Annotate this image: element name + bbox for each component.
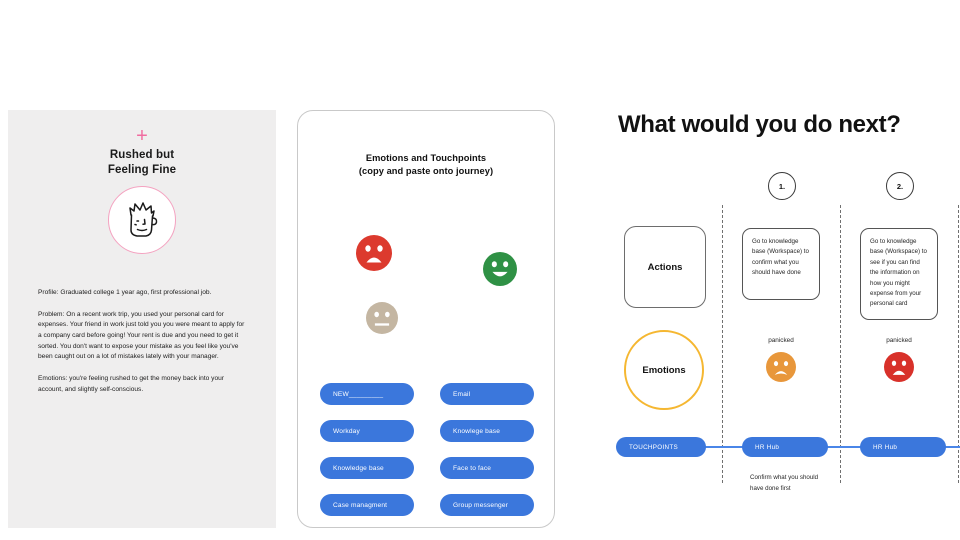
persona-description: Profile: Graduated college 1 year ago, f…: [38, 288, 246, 395]
persona-panel: + Rushed but Feeling Fine Profile: Gradu…: [8, 110, 276, 528]
column-divider: [722, 205, 723, 483]
emotion-label: panicked: [768, 337, 794, 344]
sad-face-red-icon[interactable]: [356, 235, 392, 271]
step-number-badge: 2.: [886, 172, 914, 200]
action-card[interactable]: Go to knowledge base (Workspace) to conf…: [742, 228, 820, 300]
touchpoint-chip[interactable]: Workday: [320, 420, 414, 442]
touchpoint-chip[interactable]: Email: [440, 383, 534, 405]
persona-profile-text: Profile: Graduated college 1 year ago, f…: [38, 289, 212, 296]
column-divider: [958, 205, 959, 483]
page-title: What would you do next?: [618, 111, 901, 138]
sad-face-orange-icon[interactable]: [766, 352, 796, 382]
action-card[interactable]: Go to knowledge base (Workspace) to see …: [860, 228, 938, 320]
touchpoint-chip[interactable]: Case managment: [320, 494, 414, 516]
sad-face-red-icon[interactable]: [884, 352, 914, 382]
row-label-touchpoints: TOUCHPOINTS: [616, 437, 706, 457]
row-label-actions: Actions: [624, 226, 706, 308]
persona-emotions-text: Emotions: you're feeling rushed to get t…: [38, 375, 224, 393]
column-divider: [840, 205, 841, 483]
emotion-label: panicked: [886, 337, 912, 344]
persona-title-line1: Rushed but: [109, 149, 175, 161]
avatar: [108, 186, 176, 254]
row-label-emotions: Emotions: [624, 330, 704, 410]
touchpoint-chip-grid: NEW_________ Email Workday Knowlege base…: [320, 383, 534, 516]
step-number-badge: 1.: [768, 172, 796, 200]
library-title: Emotions and Touchpoints (copy and paste…: [298, 152, 554, 178]
touchpoint-connector-line: [702, 446, 960, 448]
sketch-face-avatar-icon: [122, 199, 162, 241]
touchpoint-pill[interactable]: HR Hub: [860, 437, 946, 457]
plus-icon: +: [136, 125, 148, 147]
touchpoint-chip[interactable]: NEW_________: [320, 383, 414, 405]
neutral-face-beige-icon[interactable]: [366, 302, 398, 334]
touchpoint-caption: Confirm what you should have done first: [750, 474, 819, 492]
library-title-line2: (copy and paste onto journey): [358, 166, 494, 177]
library-title-line1: Emotions and Touchpoints: [365, 153, 487, 163]
touchpoint-chip[interactable]: Face to face: [440, 457, 534, 479]
persona-title-line2: Feeling Fine: [107, 164, 177, 177]
touchpoint-chip[interactable]: Group messenger: [440, 494, 534, 516]
journey-map-panel: What would you do next? 1. 2. Actions Em…: [600, 0, 960, 540]
persona-problem-text: Problem: On a recent work trip, you used…: [38, 310, 245, 361]
persona-title: Rushed but Feeling Fine: [8, 148, 276, 178]
touchpoint-chip[interactable]: Knowlege base: [440, 420, 534, 442]
touchpoint-pill[interactable]: HR Hub: [742, 437, 828, 457]
happy-face-green-icon[interactable]: [483, 252, 517, 286]
emotions-touchpoints-library-card: Emotions and Touchpoints (copy and paste…: [297, 110, 555, 528]
touchpoint-chip[interactable]: Knowledge base: [320, 457, 414, 479]
